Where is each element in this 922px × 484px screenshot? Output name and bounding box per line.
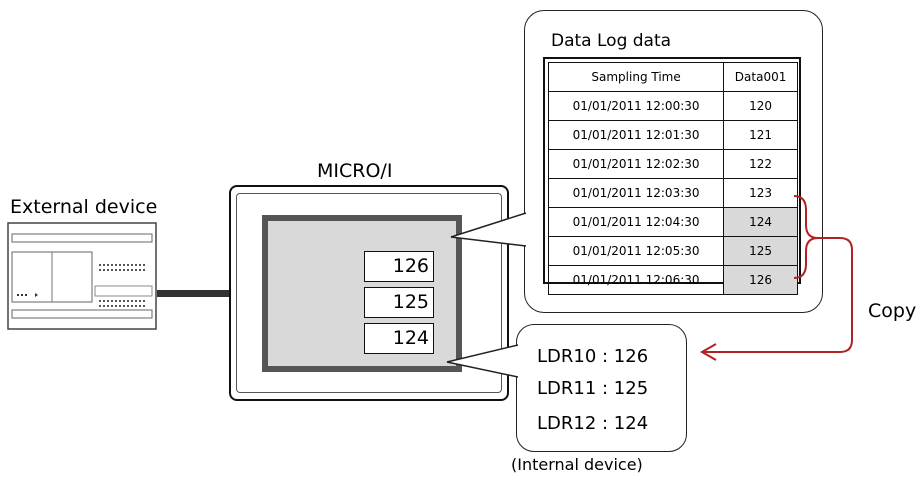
data-cell-highlighted: 126 <box>723 265 798 295</box>
column-header-sampling-time: Sampling Time <box>547 62 725 92</box>
log-callout-pointer <box>451 213 526 246</box>
column-header-data001: Data001 <box>723 62 798 92</box>
screen-value-box: 125 <box>364 287 434 318</box>
screen-value-box: 124 <box>364 323 434 354</box>
data-cell-highlighted: 125 <box>723 236 798 266</box>
ldr-callout-pointer <box>447 345 518 377</box>
external-device-icon <box>7 222 157 330</box>
data-cell: 122 <box>723 149 798 179</box>
micro-device-bezel <box>236 193 502 393</box>
table-row: 01/01/2011 12:06:30 126 <box>547 265 798 295</box>
ldr-value-line: LDR10 : 126 <box>537 346 649 367</box>
sampling-time-cell: 01/01/2011 12:05:30 <box>547 236 725 266</box>
micro-label: MICRO/I <box>317 160 393 182</box>
data-cell: 120 <box>723 91 798 121</box>
sampling-time-cell: 01/01/2011 12:00:30 <box>547 91 725 121</box>
external-device-label: External device <box>10 196 158 218</box>
table-row: 01/01/2011 12:03:30 123 <box>547 178 798 208</box>
sampling-time-cell: 01/01/2011 12:04:30 <box>547 207 725 237</box>
log-callout-pointer-edge <box>450 236 527 247</box>
data-log-table: Sampling Time Data001 01/01/2011 12:00:3… <box>547 62 798 295</box>
copy-arrowhead-icon <box>699 343 717 361</box>
log-callout-pointer-edge <box>450 212 527 238</box>
data-log-title: Data Log data <box>551 31 672 51</box>
selection-brace <box>793 195 819 279</box>
sampling-time-cell: 01/01/2011 12:06:30 <box>547 265 725 295</box>
ldr-callout <box>516 324 687 452</box>
table-row: 01/01/2011 12:00:30 120 <box>547 91 798 121</box>
copy-arrow <box>704 237 853 353</box>
table-row: 01/01/2011 12:05:30 125 <box>547 236 798 266</box>
data-log-table-frame: Sampling Time Data001 01/01/2011 12:00:3… <box>543 57 801 295</box>
screen-value-box: 126 <box>364 251 434 282</box>
table-header-row: Sampling Time Data001 <box>547 62 798 92</box>
sampling-time-cell: 01/01/2011 12:03:30 <box>547 178 725 208</box>
ldr-value-line: LDR12 : 124 <box>537 413 649 434</box>
data-cell-highlighted: 124 <box>723 207 798 237</box>
internal-device-label: (Internal device) <box>511 455 643 474</box>
ldr-callout-pointer-edge <box>446 361 519 378</box>
data-cell: 121 <box>723 120 798 150</box>
table-row: 01/01/2011 12:04:30 124 <box>547 207 798 237</box>
connection-cable <box>157 290 229 297</box>
ldr-callout-pointer-edge <box>446 344 519 363</box>
ldr-value-line: LDR11 : 125 <box>537 378 649 399</box>
table-row: 01/01/2011 12:01:30 121 <box>547 120 798 150</box>
sampling-time-cell: 01/01/2011 12:01:30 <box>547 120 725 150</box>
data-cell: 123 <box>723 178 798 208</box>
copy-label: Copy <box>868 300 917 322</box>
